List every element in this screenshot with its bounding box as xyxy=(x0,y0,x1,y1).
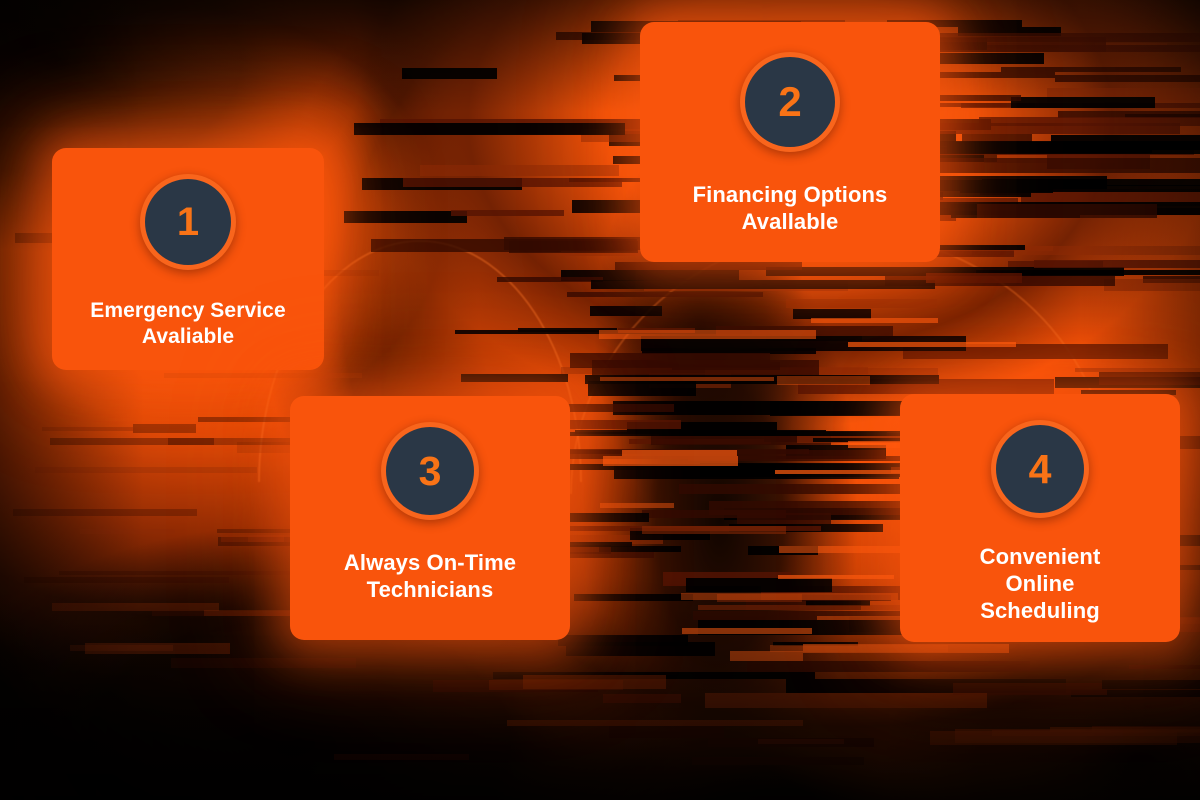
feature-card-emergency-service[interactable]: 1 Emergency Service Avaliable xyxy=(52,148,324,370)
feature-card-always-on-time[interactable]: 3 Always On-Time Technicians xyxy=(290,396,570,640)
step-number-badge-3: 3 xyxy=(381,422,479,520)
step-number-badge-4: 4 xyxy=(991,420,1089,518)
step-number-2: 2 xyxy=(778,78,802,125)
step-number-3: 3 xyxy=(418,447,442,494)
feature-label-4: Convenient Online Scheduling xyxy=(979,544,1101,623)
step-number-1: 1 xyxy=(176,199,200,244)
feature-card-online-scheduling[interactable]: 4 Convenient Online Scheduling xyxy=(900,394,1180,642)
feature-label-3: Always On-Time Technicians xyxy=(343,550,517,602)
feature-label-1: Emergency Service Avaliable xyxy=(90,299,286,348)
step-number-4: 4 xyxy=(1028,445,1052,492)
step-number-badge-2: 2 xyxy=(740,52,840,152)
feature-label-2: Financing Options Avallable xyxy=(692,182,888,234)
feature-card-financing-options[interactable]: 2 Financing Options Avallable xyxy=(640,22,940,262)
step-number-badge-1: 1 xyxy=(140,174,236,270)
